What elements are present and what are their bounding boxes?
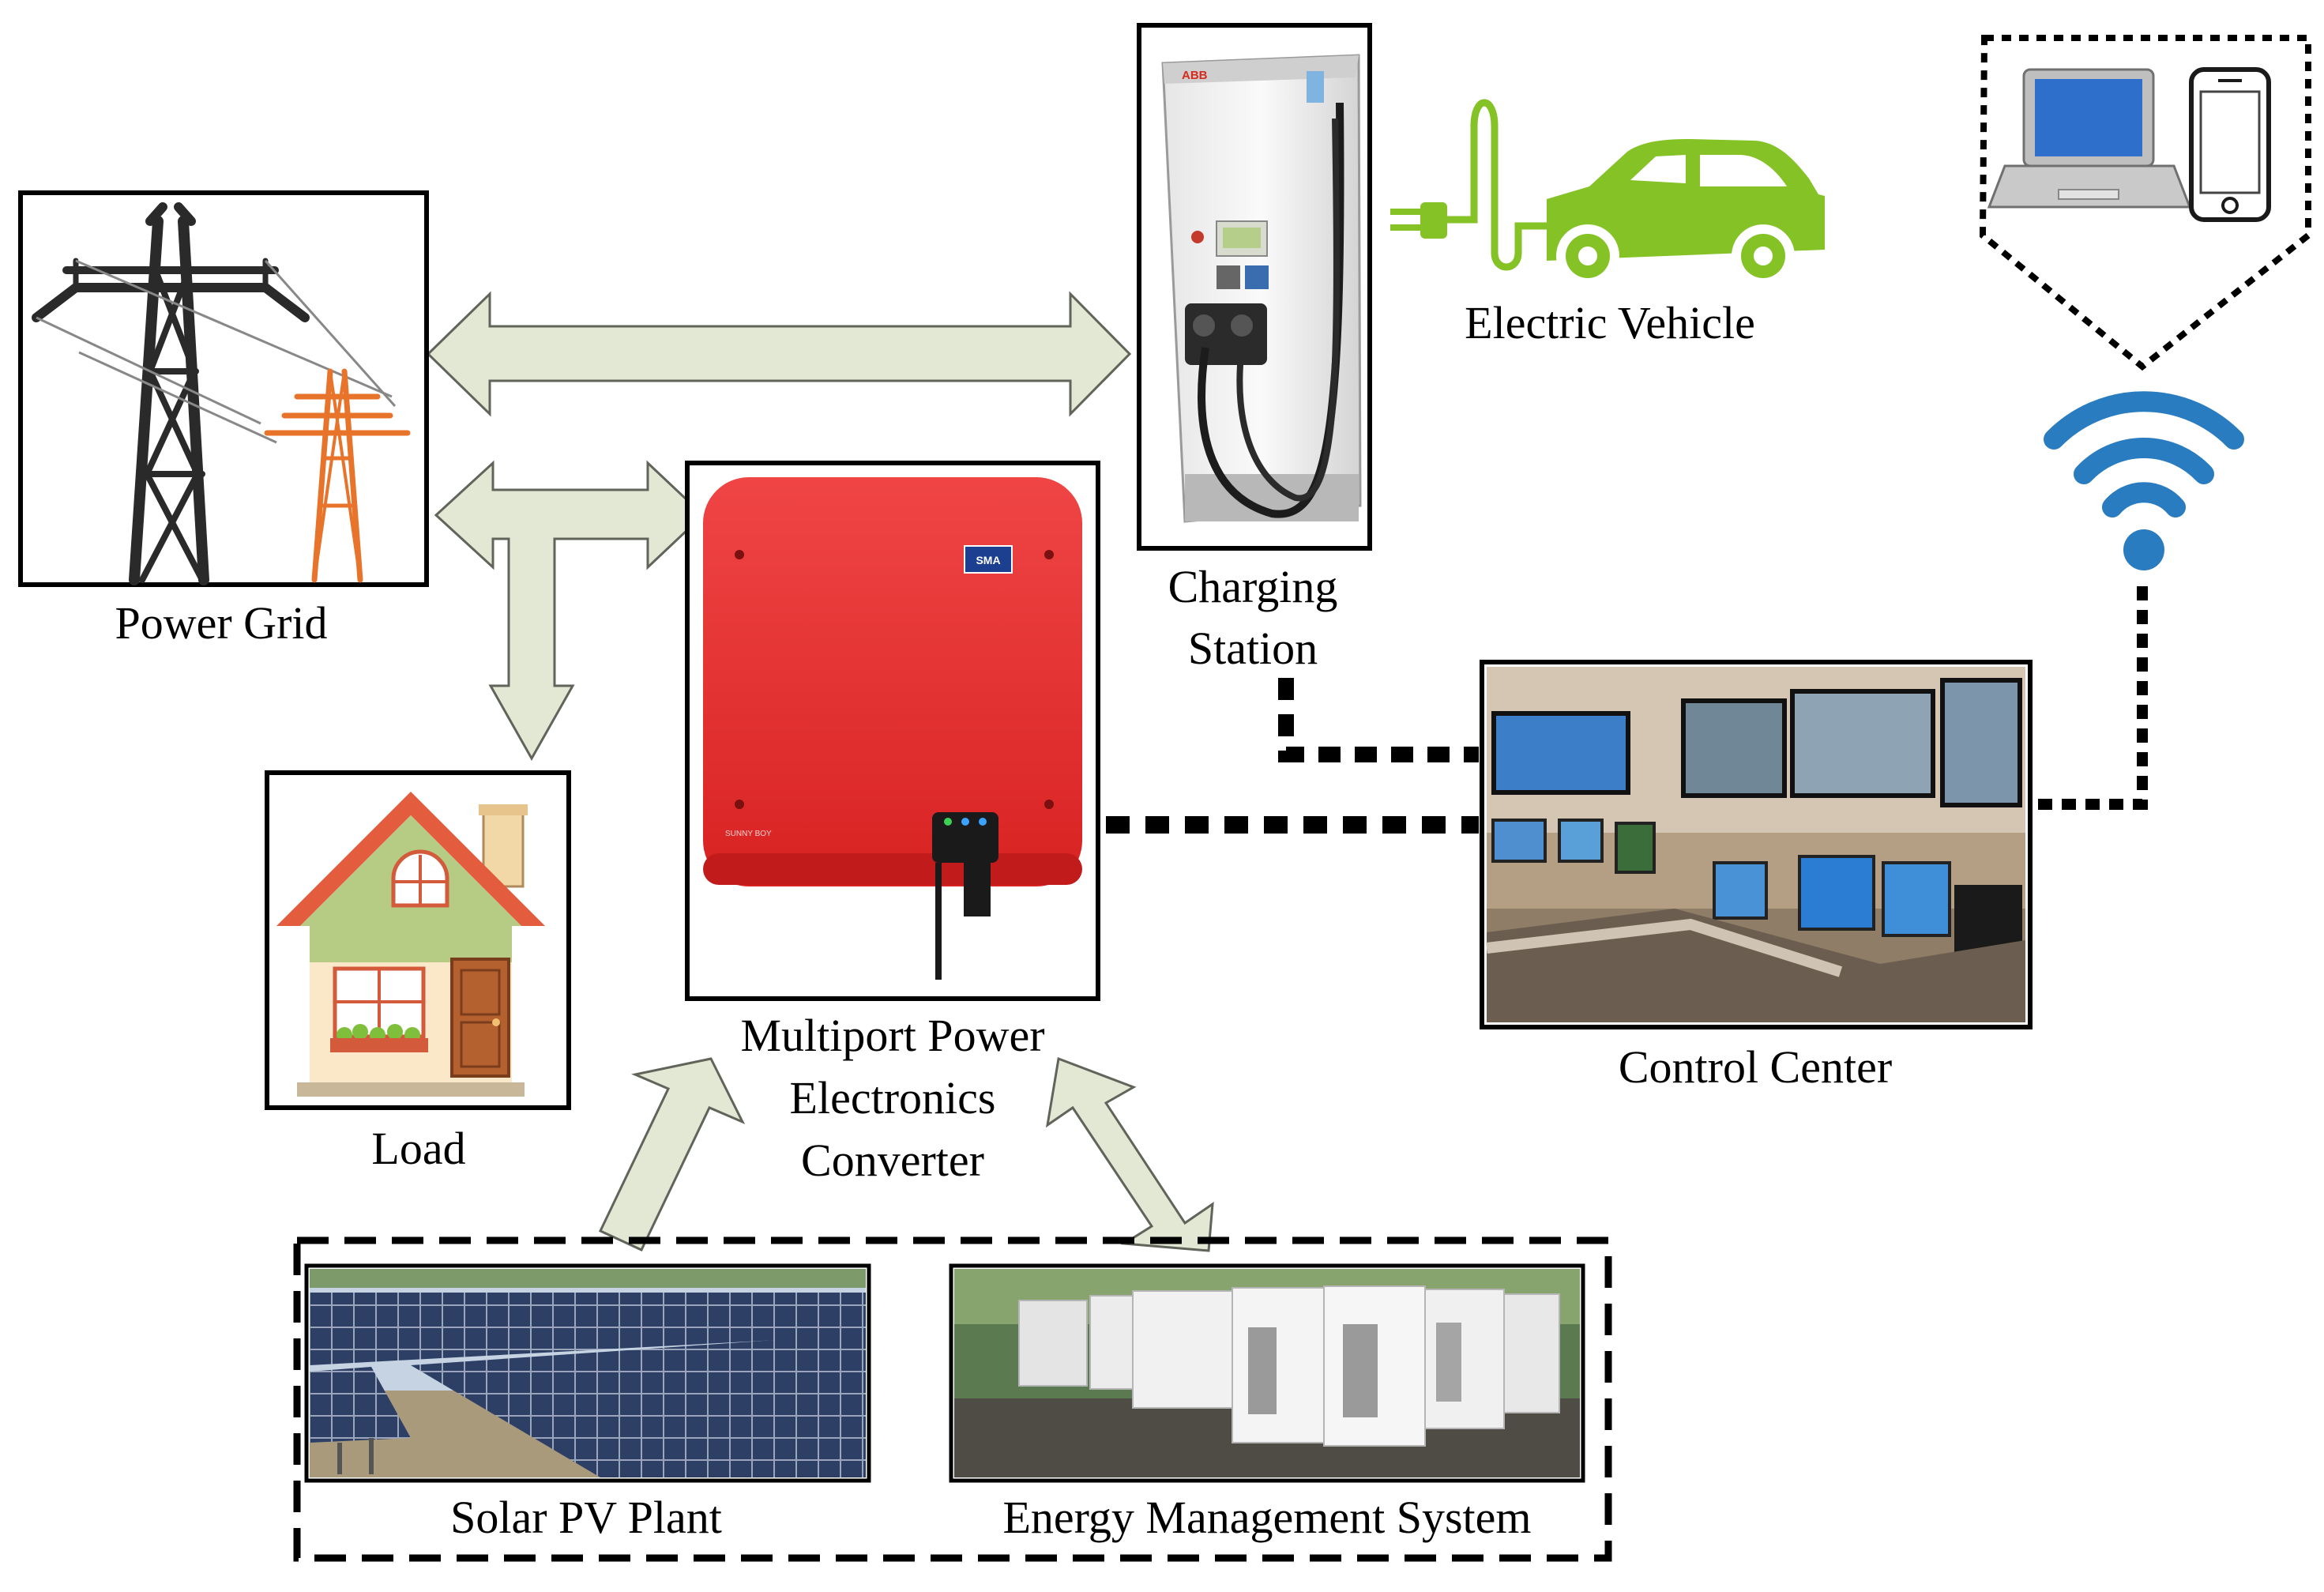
control-center-node: Control Center [1480,660,2033,1093]
charger-icon: ABB [1161,54,1362,523]
charging-control-link [1278,678,1479,762]
electric-car-icon [1390,99,1825,288]
charging-station-node: ABB Charging Station [1137,23,1372,674]
electric-vehicle-node: Electric Vehicle [1390,99,1825,348]
converter-label-line-3: Converter [801,1135,984,1186]
wifi-control-link [2030,586,2148,810]
grid-converter-arrow [434,460,705,762]
electric-vehicle-label: Electric Vehicle [1465,297,1755,348]
energy-management-label: Energy Management System [1002,1492,1531,1543]
charging-station-label-line-2: Station [1188,623,1318,674]
energy-management-node: Energy Management System [949,1263,1585,1543]
charger-brand-mark: ABB [1182,69,1208,82]
solar-converter-arrow [598,1057,746,1251]
converter-label-line-2: Electronics [790,1072,996,1123]
solar-pv-label: Solar PV Plant [450,1492,722,1543]
charging-station-label-line-1: Charging [1168,561,1338,612]
power-grid-node: Power Grid [18,190,429,649]
sources-group [293,1236,1612,1562]
remote-devices-node [1979,35,2311,570]
load-label: Load [371,1123,465,1174]
inverter-model-mark: SUNNY BOY [725,830,772,838]
solar-pv-node: Solar PV Plant [304,1263,871,1543]
load-node: Load [265,770,571,1174]
power-grid-label: Power Grid [115,597,327,649]
distribution-tower-icon [264,368,411,583]
battery-storage-photo [954,1269,1580,1477]
converter-node: SMA SUNNY BOY Multiport Power Electronic… [685,461,1100,1186]
control-room-photo [1486,667,2025,1022]
flower-box-icon [330,1024,428,1052]
smartphone-icon [2189,67,2271,222]
grid-charging-arrow [426,291,1132,417]
converter-label-line-1: Multiport Power [740,1010,1044,1061]
control-center-label: Control Center [1619,1041,1892,1093]
laptop-icon [1987,68,2192,209]
storage-converter-arrow [1045,1056,1214,1252]
wire-lines [36,259,397,444]
solar-panels-photo [310,1269,866,1477]
inverter-icon: SMA SUNNY BOY [703,477,1082,980]
communication-links [1066,586,2148,834]
wifi-icon [2044,391,2244,570]
house-icon [276,792,545,1097]
inverter-brand-mark: SMA [976,554,1000,566]
transmission-tower-icon [32,202,310,585]
